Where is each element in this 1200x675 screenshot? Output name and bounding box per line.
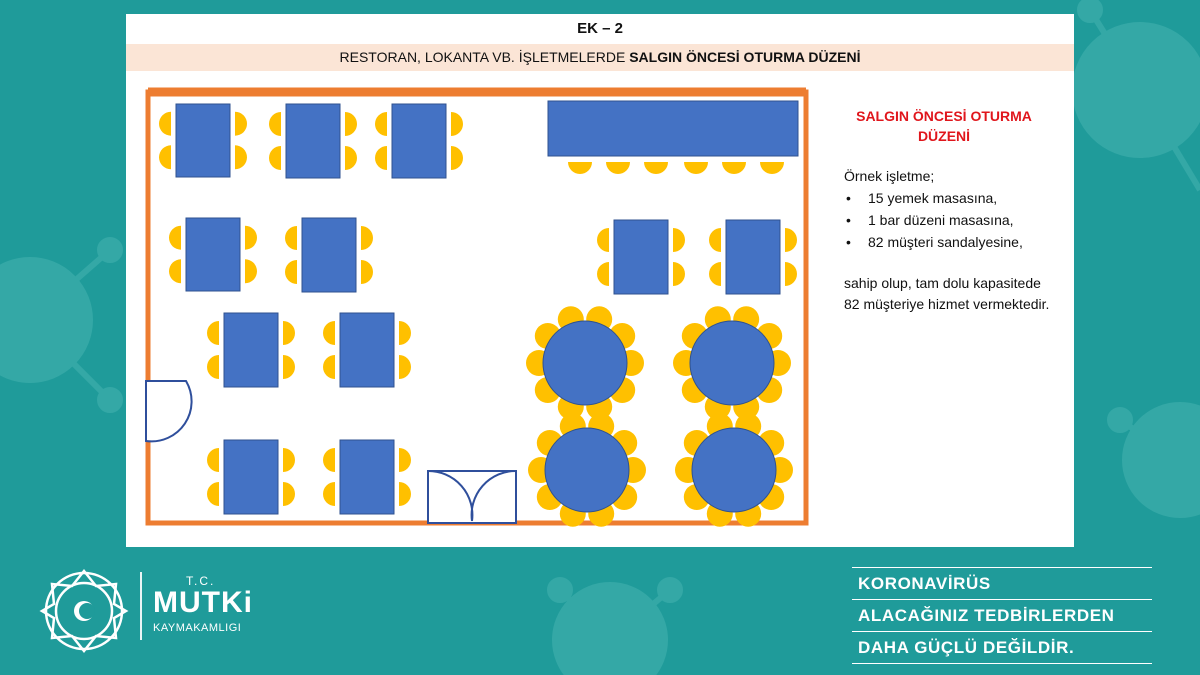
page-title: EK – 2 — [577, 20, 623, 37]
chair — [245, 225, 257, 250]
chair — [283, 320, 295, 345]
slogan: KORONAVİRÜS ALACAĞINIZ TEDBİRLERDEN DAHA… — [852, 567, 1152, 664]
chair — [285, 260, 297, 285]
round-table — [544, 427, 630, 513]
table — [339, 439, 395, 515]
chair — [709, 227, 721, 252]
info-title: SALGIN ÖNCESİ OTURMA DÜZENİ — [856, 108, 1032, 144]
slogan-line-1: KORONAVİRÜS — [852, 567, 1152, 599]
chair — [245, 259, 257, 284]
chair — [283, 355, 295, 380]
chair — [673, 227, 685, 252]
chair — [269, 111, 281, 136]
logo-subtitle: KAYMAKAMLIGI — [153, 622, 242, 634]
chair — [399, 320, 411, 345]
chair — [760, 162, 784, 174]
chair — [207, 482, 219, 507]
chair — [283, 482, 295, 507]
table — [175, 103, 231, 178]
table — [185, 217, 241, 292]
table — [285, 103, 341, 179]
chair — [399, 355, 411, 380]
subtitle-bold: SALGIN ÖNCESİ OTURMA DÜZENİ — [629, 49, 861, 65]
chair — [597, 262, 609, 287]
table — [301, 217, 357, 293]
slogan-line-3: DAHA GÜÇLÜ DEĞİLDİR. — [852, 631, 1152, 664]
logo-divider — [140, 572, 142, 640]
chair — [451, 146, 463, 171]
chair — [375, 111, 387, 136]
info-list: 15 yemek masasına, 1 bar düzeni masasına… — [844, 187, 1059, 253]
kaymakamlik-emblem-icon — [39, 568, 129, 654]
list-item: 15 yemek masasına, — [844, 187, 1059, 209]
logo-name: MUTKi — [153, 586, 253, 619]
chair — [345, 111, 357, 136]
chair — [207, 355, 219, 380]
chair — [451, 111, 463, 136]
table — [223, 312, 279, 388]
round-table — [689, 320, 775, 406]
chair — [283, 447, 295, 472]
list-item: 1 bar düzeni masasına, — [844, 209, 1059, 231]
bar-counter — [547, 100, 799, 157]
chair — [159, 111, 171, 136]
content-card: EK – 2 RESTORAN, LOKANTA VB. İŞLETMELERD… — [126, 14, 1074, 547]
chair — [375, 146, 387, 171]
side-door — [145, 380, 193, 443]
chair — [684, 162, 708, 174]
list-item: 82 müşteri sandalyesine, — [844, 231, 1059, 253]
info-panel: SALGIN ÖNCESİ OTURMA DÜZENİ Örnek işletm… — [844, 106, 1059, 315]
chair — [644, 162, 668, 174]
door-swing-right — [470, 469, 517, 522]
chair — [361, 260, 373, 285]
chair — [345, 146, 357, 171]
chair — [269, 146, 281, 171]
chair — [722, 162, 746, 174]
chair — [235, 111, 247, 136]
chair — [361, 225, 373, 250]
chair — [399, 482, 411, 507]
round-table — [691, 427, 777, 513]
floor-plan — [145, 87, 809, 527]
chair — [568, 162, 592, 174]
chair — [673, 262, 685, 287]
table — [613, 219, 669, 295]
chair — [709, 262, 721, 287]
chair — [285, 225, 297, 250]
chair — [323, 355, 335, 380]
slogan-line-2: ALACAĞINIZ TEDBİRLERDEN — [852, 599, 1152, 631]
chair — [207, 320, 219, 345]
table — [223, 439, 279, 515]
logo-tc: T.C. — [186, 574, 216, 588]
table — [339, 312, 395, 388]
chair — [323, 447, 335, 472]
chair — [169, 225, 181, 250]
round-table — [542, 320, 628, 406]
chair — [597, 227, 609, 252]
table — [725, 219, 781, 295]
chair — [606, 162, 630, 174]
info-summary: sahip olup, tam dolu kapasitede 82 müşte… — [844, 275, 1050, 312]
chair — [785, 227, 797, 252]
chair — [323, 482, 335, 507]
table — [391, 103, 447, 179]
chair — [207, 447, 219, 472]
chair — [399, 447, 411, 472]
chair — [169, 259, 181, 284]
page-subtitle: RESTORAN, LOKANTA VB. İŞLETMELERDE SALGI… — [126, 44, 1074, 71]
info-intro: Örnek işletme; — [844, 168, 935, 184]
subtitle-prefix: RESTORAN, LOKANTA VB. İŞLETMELERDE — [339, 49, 630, 65]
chair — [323, 320, 335, 345]
chair — [159, 145, 171, 170]
chair — [785, 262, 797, 287]
chair — [235, 145, 247, 170]
